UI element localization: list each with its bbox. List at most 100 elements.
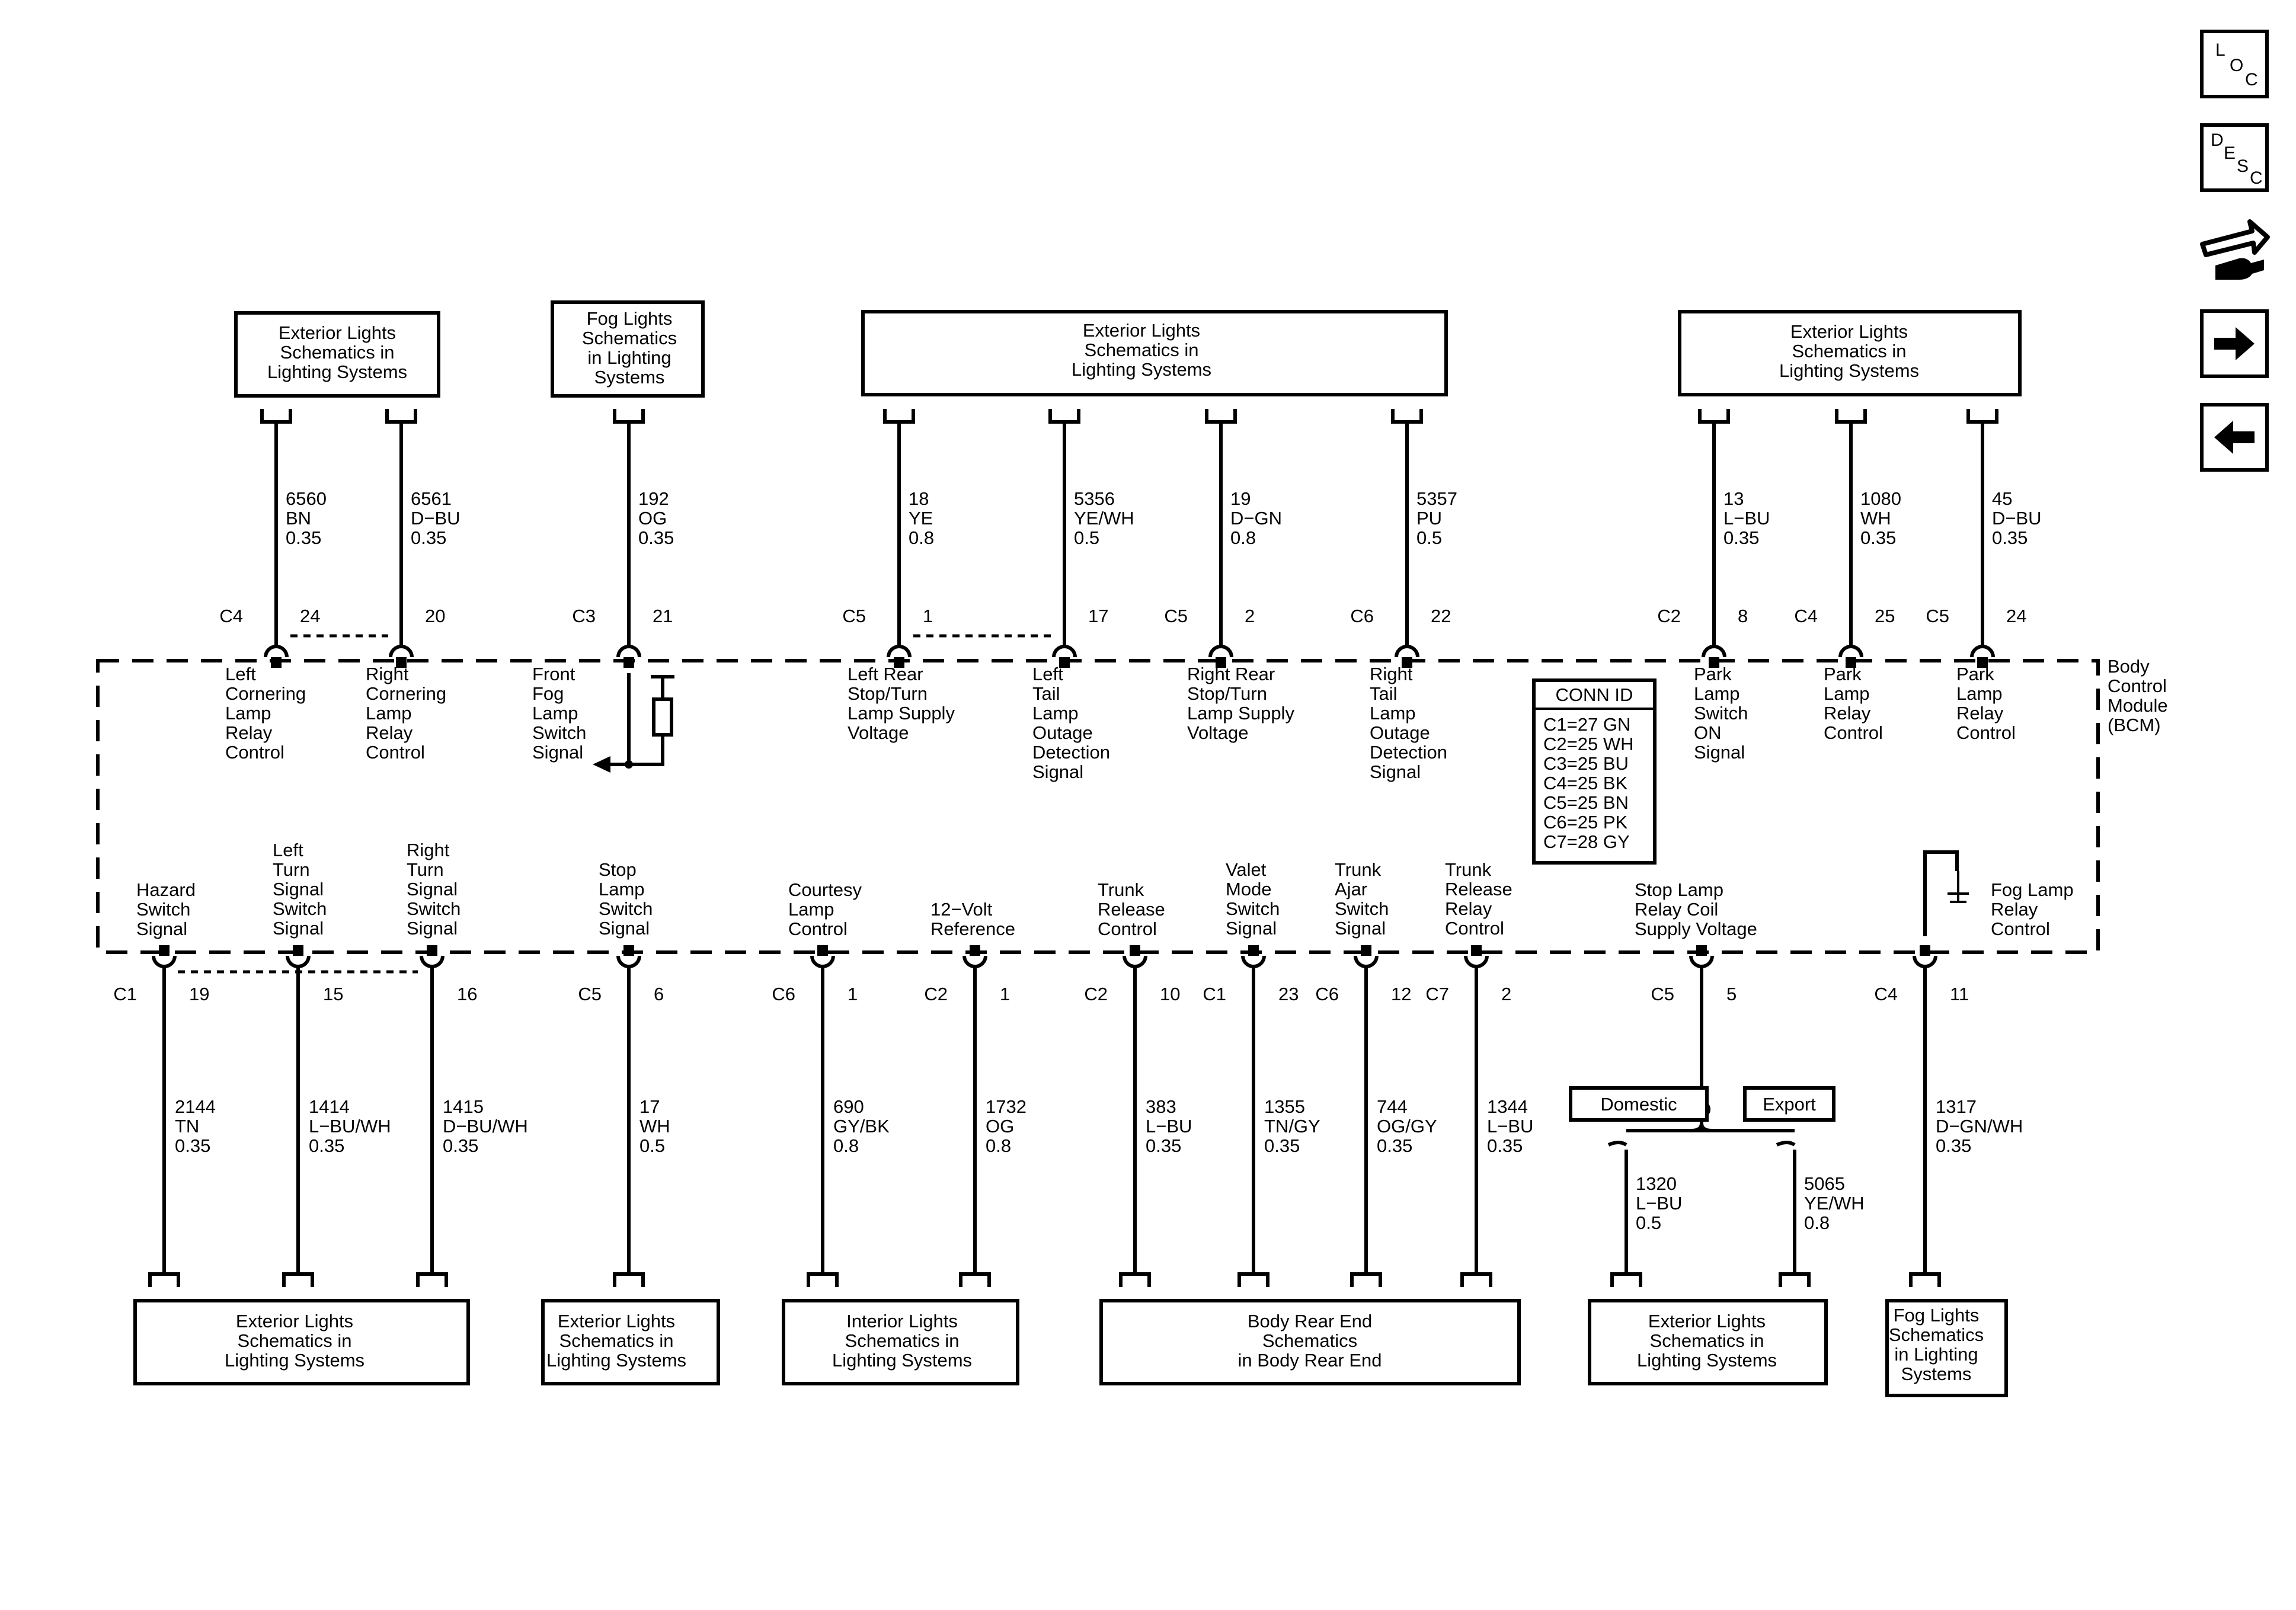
bottom-box-6-text-line: Systems	[1901, 1363, 1972, 1384]
function-t4-line: Left Rear	[848, 664, 923, 684]
module-pin	[1702, 645, 1726, 658]
wire-label-line: 744	[1377, 1096, 1408, 1117]
previous-arrow-icon	[2214, 421, 2255, 454]
top-box-2-text-line: Systems	[594, 367, 665, 388]
wire-label-line: YE/WH	[1804, 1193, 1865, 1214]
function-t1-line: Cornering	[225, 683, 306, 704]
wire-label-line: 0.8	[986, 1135, 1011, 1156]
module-pin	[286, 955, 311, 968]
loc-button[interactable]: L O C	[2200, 30, 2269, 98]
function-t6-line: Stop/Turn	[1187, 683, 1267, 704]
top-box-3-text-line: Lighting Systems	[1072, 359, 1211, 380]
function-b2-line: Switch	[273, 898, 327, 919]
module-pin-contact	[1402, 657, 1412, 668]
bottom-box-4-text-line: Body Rear End	[1248, 1311, 1372, 1331]
module-pin-contact	[427, 945, 437, 956]
function-b8-line: Mode	[1226, 879, 1272, 900]
wire-label-line: 0.5	[1416, 527, 1442, 548]
module-pin	[389, 645, 414, 658]
bottom-box-3-text-line: Interior Lights	[846, 1311, 958, 1331]
module-pin-contact	[1361, 945, 1371, 956]
option-domestic-box	[1569, 1086, 1709, 1122]
wire-label-line: OG/GY	[1377, 1116, 1437, 1137]
top-box-3-text-line: Exterior Lights	[1083, 320, 1200, 341]
bottom-box-4	[1099, 1299, 1521, 1385]
wire-label-line: 1355	[1264, 1096, 1305, 1117]
connector-icon	[2200, 219, 2270, 280]
module-pin	[1913, 955, 1937, 968]
loc-letter-2: O	[2230, 56, 2244, 75]
wire-label-line: L−BU	[1723, 508, 1770, 529]
module-pin	[1970, 645, 1995, 658]
connector-t3: C3	[572, 606, 596, 626]
function-b11-line: Stop Lamp	[1635, 879, 1723, 900]
pin-t2: 20	[425, 606, 445, 626]
function-t9-line: Lamp	[1824, 683, 1870, 704]
module-pin	[1354, 955, 1379, 968]
function-b6-line: 12−Volt	[930, 899, 993, 920]
wire-label-line: 0.35	[1936, 1135, 1971, 1156]
module-pin	[616, 955, 641, 968]
module-pin-contact	[1696, 945, 1707, 956]
bottom-box-4-text-line: in Body Rear End	[1238, 1350, 1382, 1371]
function-b1-line: Switch	[136, 899, 190, 920]
splice-dot	[625, 760, 633, 769]
loc-letter-3: C	[2245, 70, 2258, 89]
module-pin-contact	[623, 945, 634, 956]
function-t3-line: Fog	[532, 683, 564, 704]
bottom-box-6-text-line: Schematics	[1889, 1324, 1984, 1345]
box-terminal	[959, 1272, 991, 1287]
function-b4-line: Switch	[599, 898, 653, 919]
next-button[interactable]	[2200, 309, 2269, 378]
function-b2-line: Signal	[273, 879, 324, 900]
module-pin-contact	[1059, 657, 1070, 668]
function-t6-line: Lamp Supply	[1187, 703, 1294, 724]
function-t2-line: Right	[366, 664, 409, 684]
wire-label-line: 6561	[411, 488, 452, 509]
desc-button[interactable]: D E S C	[2200, 123, 2269, 192]
wire-label-line: 0.35	[1146, 1135, 1181, 1156]
pin-b3: 16	[457, 984, 477, 1004]
top-box-4-text-line: Schematics in	[1792, 341, 1907, 361]
top-box-1-text-line: Schematics in	[280, 342, 395, 363]
box-terminal	[1698, 409, 1730, 424]
bottom-box-5	[1588, 1299, 1828, 1385]
function-t10-line: Relay	[1956, 703, 2004, 724]
bottom-box-1-text-line: Schematics in	[238, 1330, 352, 1351]
connector-icon-button[interactable]	[2198, 213, 2271, 287]
option-jumper	[1776, 1141, 1796, 1147]
function-t8-line: ON	[1694, 722, 1722, 743]
module-pin	[616, 645, 641, 658]
wire-label-line: L−BU	[1636, 1193, 1682, 1214]
function-b1-line: Hazard	[136, 879, 196, 900]
function-b3-line: Right	[407, 840, 450, 860]
bottom-box-3-text-line: Schematics in	[845, 1330, 960, 1351]
connector-b11: C5	[1651, 984, 1674, 1004]
wire-label-line: D−GN/WH	[1936, 1116, 2023, 1137]
module-pin	[887, 645, 912, 658]
box-terminal	[1205, 409, 1237, 424]
module-pin-contact	[271, 657, 282, 668]
function-t5-line: Lamp	[1032, 703, 1079, 724]
wire-label-line: 6560	[286, 488, 327, 509]
module-pin-contact	[623, 657, 634, 668]
wire-label-line: PU	[1416, 508, 1442, 529]
function-b5-line: Lamp	[788, 899, 834, 920]
box-terminal	[385, 409, 417, 424]
desc-letter-1: D	[2211, 130, 2224, 150]
bottom-box-1	[133, 1299, 470, 1385]
previous-button[interactable]	[2200, 403, 2269, 472]
